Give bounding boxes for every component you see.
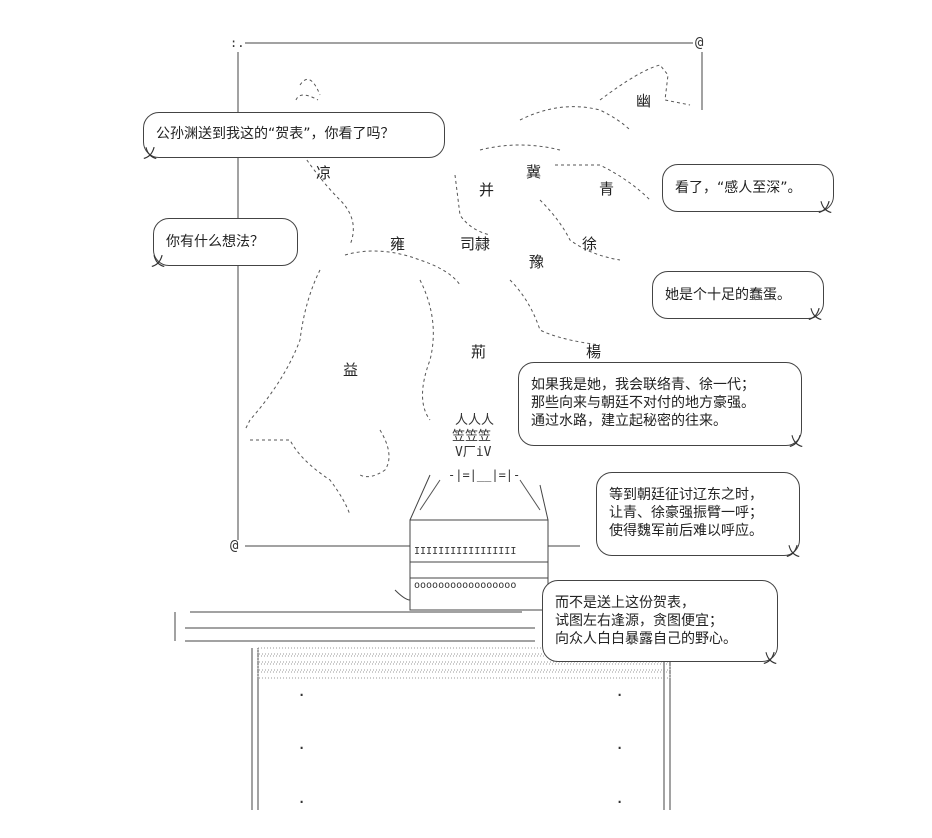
figure-face-top: 笠笠笠	[452, 429, 492, 444]
bubble-tail: 乂	[789, 434, 803, 450]
frame-corner-top-right: @	[695, 35, 704, 51]
bubble-line: 通过水路，建立起秘密的往来。	[531, 413, 727, 429]
frame-corner-top-left: :.	[230, 36, 245, 50]
bubble-line: 那些向来与朝廷不对付的地方豪强。	[531, 395, 755, 411]
speech-bubble-1: 公孙渊送到我这的“贺表”，你看了吗？	[143, 112, 445, 158]
desk-dot: .	[298, 792, 306, 806]
desk-dot: .	[616, 738, 624, 752]
bubble-tail: 乂	[786, 544, 800, 560]
speech-bubble-7: 而不是送上这份贺表， 试图左右逢源，贪图便宜； 向众人白白暴露自己的野心。	[542, 580, 778, 662]
bubble-line: 公孙渊送到我这的“贺表”，你看了吗？	[156, 126, 395, 142]
region-label-bing: 并	[479, 181, 495, 199]
region-label-jing: 荊	[471, 343, 487, 361]
desk-dot: .	[298, 685, 306, 699]
desk-dot: .	[616, 792, 624, 806]
speech-bubble-3: 看了，“感人至深”。	[662, 164, 834, 212]
bubble-line: 向众人白白暴露自己的野心。	[555, 631, 737, 647]
bubble-tail: 乂	[143, 146, 157, 162]
desk-dot: .	[616, 685, 624, 699]
region-label-yang: 楊	[586, 343, 602, 361]
region-label-sili: 司隷	[460, 235, 491, 253]
bubble-tail: 乂	[818, 200, 832, 216]
speech-bubble-5: 如果我是她，我会联络青、徐一代； 那些向来与朝廷不对付的地方豪强。 通过水路，建…	[518, 362, 802, 446]
desk-dot: .	[298, 738, 306, 752]
bubble-tail: 乂	[151, 254, 165, 270]
figure-belt: IIIIIIIIIIIIIIIII	[414, 546, 517, 557]
bubble-line: 而不是送上这份贺表，	[555, 595, 695, 611]
region-label-yu: 豫	[529, 253, 545, 271]
region-label-ji: 冀	[526, 163, 542, 181]
bubble-tail: 乂	[808, 307, 822, 323]
bubble-line: 试图左右逢源，贪图便宜；	[555, 613, 723, 629]
bubble-line: 你有什么想法？	[166, 234, 264, 250]
bubble-line: 如果我是她，我会联络青、徐一代；	[531, 377, 755, 393]
speech-bubble-4: 她是个十足的蠢蛋。	[652, 271, 824, 319]
region-label-qing: 青	[599, 180, 615, 198]
region-label-xu: 徐	[582, 235, 598, 253]
region-label-liang: 凉	[316, 164, 332, 182]
bubble-line: 让青、徐豪强振臂一呼；	[609, 505, 763, 521]
bubble-tail: 乂	[763, 651, 777, 667]
figure-collar: -|=|__|=|-	[448, 468, 521, 482]
speech-bubble-2: 你有什么想法？	[153, 218, 298, 266]
region-label-yong: 雍	[390, 235, 406, 253]
region-label-you: 幽	[636, 92, 652, 110]
region-label-yi: 益	[343, 361, 359, 379]
bubble-line: 使得魏军前后难以呼应。	[609, 523, 763, 539]
figure-crown: 人人人	[455, 413, 495, 428]
bubble-line: 等到朝廷征讨辽东之时，	[609, 487, 763, 503]
bubble-line: 看了，“感人至深”。	[675, 180, 802, 196]
bubble-line: 她是个十足的蠢蛋。	[665, 287, 791, 303]
frame-corner-bottom-left: @	[230, 538, 239, 554]
figure-face: V厂iV	[455, 445, 492, 460]
speech-bubble-6: 等到朝廷征讨辽东之时， 让青、徐豪强振臂一呼； 使得魏军前后难以呼应。	[596, 472, 800, 556]
figure-hem: ooooooooooooooooo	[414, 580, 517, 591]
